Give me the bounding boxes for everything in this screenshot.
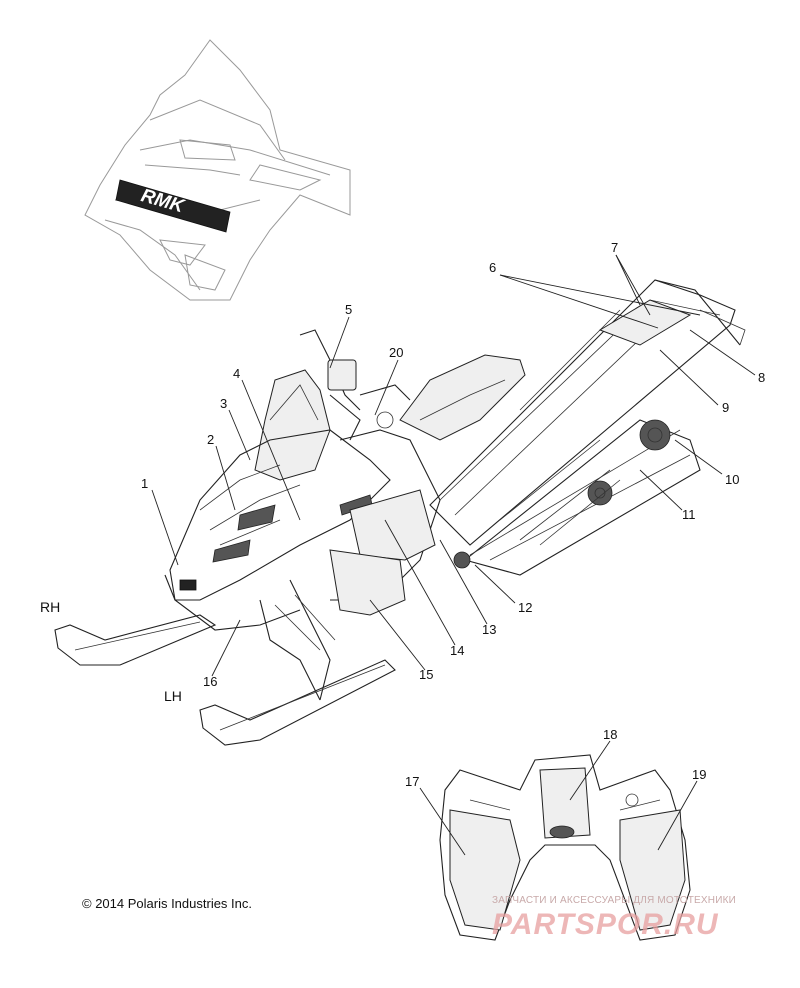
callout-6: 6 — [489, 260, 496, 275]
callout-12: 12 — [518, 600, 532, 615]
callout-14: 14 — [450, 643, 464, 658]
callout-15: 15 — [419, 667, 433, 682]
callout-labels: 1 2 3 4 5 6 7 8 9 10 11 12 13 14 15 16 1… — [40, 240, 765, 789]
copyright-notice: © 2014 Polaris Industries Inc. — [82, 896, 252, 911]
snowmobile-illustration — [54, 279, 746, 746]
callout-3: 3 — [220, 396, 227, 411]
lh-label: LH — [164, 688, 182, 704]
callout-8: 8 — [758, 370, 765, 385]
callout-2: 2 — [207, 432, 214, 447]
leader-lines — [151, 254, 756, 856]
callout-19: 19 — [692, 767, 706, 782]
watermark-tagline: ЗАПЧАСТИ И АКСЕССУАРЫ ДЛЯ МОТОТЕХНИКИ — [492, 895, 737, 906]
callout-18: 18 — [603, 727, 617, 742]
callout-4: 4 — [233, 366, 240, 381]
callout-1: 1 — [141, 476, 148, 491]
callout-10: 10 — [725, 472, 739, 487]
callout-17: 17 — [405, 774, 419, 789]
rh-label: RH — [40, 599, 60, 615]
callout-20: 20 — [389, 345, 403, 360]
watermark-logo: PARTSPOR.RU — [492, 908, 719, 941]
callout-7: 7 — [611, 240, 618, 255]
callout-9: 9 — [722, 400, 729, 415]
callout-16: 16 — [203, 674, 217, 689]
hood-assembly-illustration — [439, 754, 691, 941]
callout-11: 11 — [682, 507, 696, 522]
rmk-decal-sheet: RMK — [84, 39, 351, 301]
callout-13: 13 — [482, 622, 496, 637]
callout-5: 5 — [345, 302, 352, 317]
